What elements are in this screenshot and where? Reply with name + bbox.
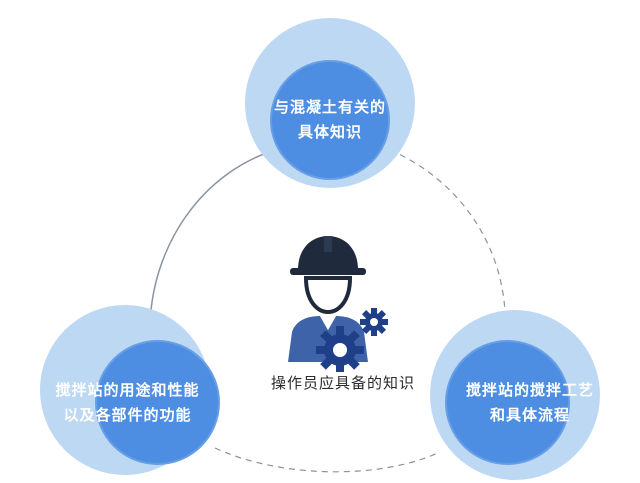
- ring-arc-bottom: [214, 447, 441, 473]
- worker-with-hardhat-and-gear-icon: [288, 236, 388, 372]
- node-left-line1: 搅拌站的用途和性能: [55, 380, 200, 399]
- ring-arc-top-left: [149, 147, 283, 331]
- node-top: 与混凝土有关的 具体知识: [270, 60, 390, 180]
- node-top-line2: 具体知识: [297, 123, 362, 141]
- node-top-line1: 与混凝土有关的: [273, 98, 386, 116]
- node-right-line2: 和具体流程: [489, 405, 570, 424]
- node-left: 搅拌站的用途和性能 以及各部件的功能: [55, 340, 220, 465]
- node-right: 搅拌站的搅拌工艺 和具体流程: [445, 340, 593, 465]
- ring-arc-top-right: [389, 149, 506, 336]
- node-right-line1: 搅拌站的搅拌工艺: [465, 380, 594, 399]
- center-label: 操作员应具备的知识: [270, 374, 415, 392]
- node-left-line2: 以及各部件的功能: [63, 405, 192, 424]
